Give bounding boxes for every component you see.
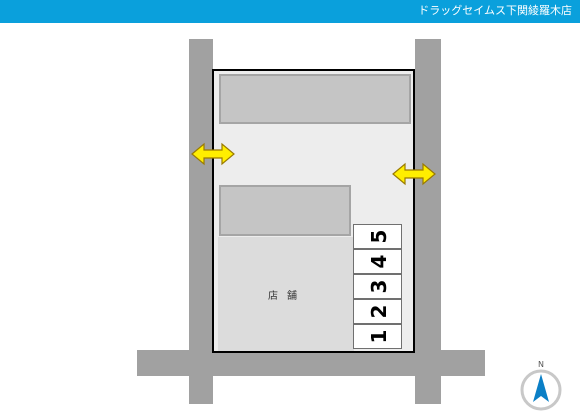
north-arrow-icon: N [520, 360, 562, 411]
parking-space: 4 [353, 249, 402, 274]
parking-area-middle [219, 185, 351, 236]
parking-space: 3 [353, 274, 402, 299]
road-left-vertical [189, 39, 213, 404]
entrance-left-double-arrow-icon [191, 142, 235, 166]
store-building [218, 237, 354, 351]
parking-space-number: 3 [366, 279, 391, 294]
road-right-vertical [415, 39, 441, 404]
parking-space: 2 [353, 299, 402, 324]
store-name-title: ドラッグセイムス下関綾羅木店 [418, 4, 572, 17]
header-bar: ドラッグセイムス下関綾羅木店 [0, 0, 580, 23]
parking-space: 5 [353, 224, 402, 249]
parking-space-number: 2 [366, 304, 391, 319]
parking-space: 1 [353, 324, 402, 349]
parking-spaces: 5 4 3 2 1 [353, 224, 402, 350]
parking-space-number: 1 [366, 329, 391, 344]
road-bottom-horizontal [137, 350, 485, 376]
store-label: 店舗 [268, 291, 306, 302]
compass: N [518, 358, 568, 412]
parking-space-number: 4 [366, 254, 391, 269]
compass-north-label: N [538, 360, 544, 369]
entrance-right-double-arrow-icon [392, 162, 436, 186]
parking-area-top [219, 74, 411, 124]
parking-space-number: 5 [366, 229, 391, 244]
